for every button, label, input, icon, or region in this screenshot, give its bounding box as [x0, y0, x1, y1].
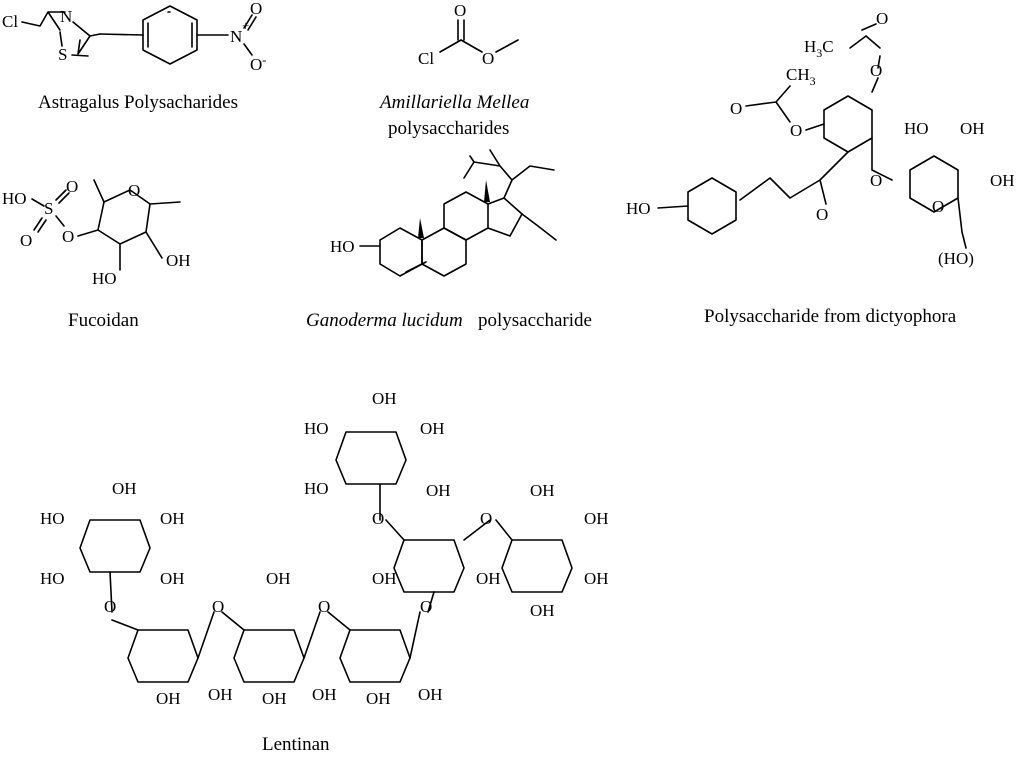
atom-oh: OH: [160, 509, 185, 528]
lentinan-structure: O O O O O O OH HO OH HO OH OH OH OH OH O…: [40, 389, 609, 708]
atom-oh: OH: [208, 685, 233, 704]
atom-ho: HO: [92, 269, 117, 288]
atom-ho: HO: [304, 479, 329, 498]
atom-o: O: [870, 171, 882, 190]
atom-s: S: [58, 45, 67, 64]
atom-cl: Cl: [418, 49, 434, 68]
atom-ho: HO: [40, 569, 65, 588]
dictyophora-structure: H3C O O CH3 O O O HO O O HO OH OH (HO): [626, 9, 1015, 268]
atom-ho: HO: [330, 237, 355, 256]
atom-oh: OH: [584, 509, 609, 528]
atom-n: N: [60, 7, 72, 26]
atom-oh: OH: [372, 569, 397, 588]
atom-o: O: [816, 205, 828, 224]
atom-oh: OH: [372, 389, 397, 408]
atom-h3c: H3C: [804, 37, 834, 60]
atom-s: S: [44, 199, 53, 218]
atom-oh: OH: [112, 479, 137, 498]
atom-o-down: O: [250, 55, 262, 74]
atom-o-ring: O: [932, 197, 944, 216]
atom-o-link: O: [212, 597, 224, 616]
atom-cl: Cl: [2, 12, 18, 31]
caption-fucoidan: Fucoidan: [68, 310, 139, 331]
atom-ch3: CH3: [786, 65, 816, 88]
atom-o: O: [876, 9, 888, 28]
caption-amillariella-line1: Amillariella Mellea: [378, 92, 529, 113]
atom-oh: OH: [418, 685, 443, 704]
atom-hooh: (HO): [938, 249, 974, 268]
atom-o-ring: O: [128, 181, 140, 200]
caption-ganoderma-italic: Ganoderma lucidum: [306, 310, 463, 331]
caption-astragalus: Astragalus Polysacharides: [38, 92, 238, 113]
caption-lentinan: Lentinan: [262, 734, 330, 755]
atom-o-link: O: [104, 597, 116, 616]
atom-o: O: [66, 177, 78, 196]
atom-oh: OH: [960, 119, 985, 138]
atom-oh: OH: [312, 685, 337, 704]
atom-oh: OH: [990, 171, 1015, 190]
atom-o-link: O: [318, 597, 330, 616]
atom-o-link: O: [420, 597, 432, 616]
atom-o: O: [730, 99, 742, 118]
atom-oh: OH: [156, 689, 181, 708]
caption-dictyophora: Polysaccharide from dictyophora: [704, 306, 957, 327]
atom-o: O: [870, 61, 882, 80]
atom-ho: HO: [2, 189, 27, 208]
astragalus-structure: Cl N S N + O O -: [2, 0, 266, 74]
atom-oh: OH: [420, 419, 445, 438]
charge-minus: -: [262, 52, 266, 67]
atom-oh: OH: [530, 481, 555, 500]
atom-oh: OH: [426, 481, 451, 500]
atom-oh: OH: [262, 689, 287, 708]
atom-oh: OH: [366, 689, 391, 708]
fucoidan-structure: HO S O O O O OH HO: [2, 177, 191, 288]
atom-ho: HO: [304, 419, 329, 438]
atom-oh: OH: [166, 251, 191, 270]
atom-oh: OH: [266, 569, 291, 588]
atom-oh: OH: [584, 569, 609, 588]
atom-o-up: O: [250, 0, 262, 18]
atom-o-link: O: [372, 509, 384, 528]
atom-oh: OH: [160, 569, 185, 588]
atom-o-carbonyl: O: [454, 1, 466, 20]
atom-o: O: [62, 227, 74, 246]
caption-ganoderma-rest: polysaccharide: [478, 310, 592, 331]
atom-ho: HO: [40, 509, 65, 528]
atom-n-plus: N: [230, 27, 242, 46]
atom-ho: HO: [626, 199, 651, 218]
atom-o: O: [20, 231, 32, 250]
atom-o: O: [790, 121, 802, 140]
amillariella-structure: O Cl O: [418, 1, 519, 68]
atom-ho: HO: [904, 119, 929, 138]
atom-o-link: O: [480, 509, 492, 528]
ganoderma-structure: HO: [330, 149, 557, 277]
atom-oh: OH: [476, 569, 501, 588]
caption-amillariella-line2: polysaccharides: [388, 118, 509, 139]
atom-o-ester: O: [482, 49, 494, 68]
atom-oh: OH: [530, 601, 555, 620]
